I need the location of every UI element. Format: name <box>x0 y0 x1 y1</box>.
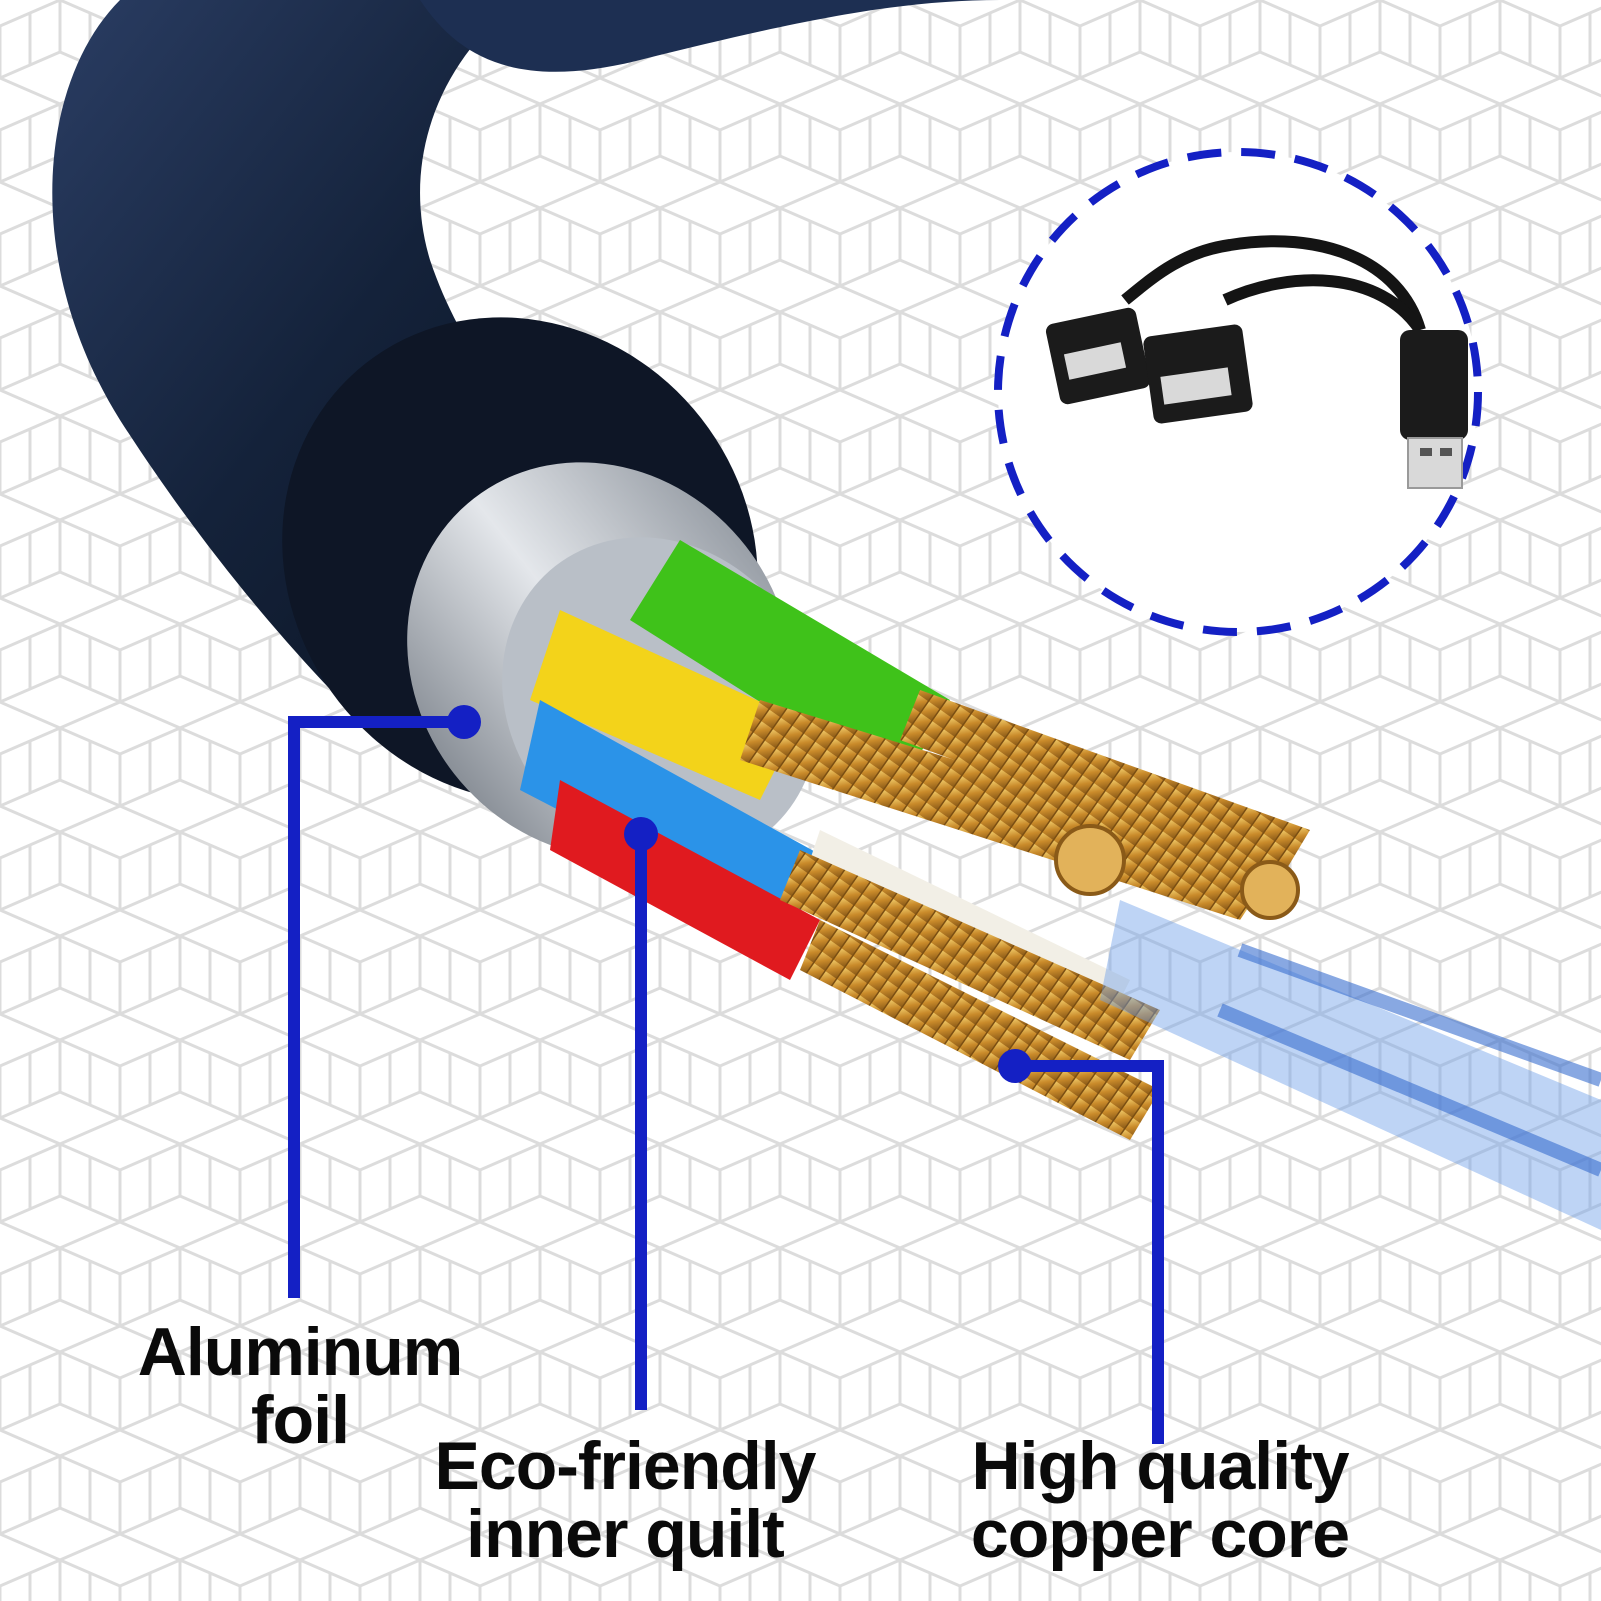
callout-aluminum-foil <box>288 705 481 1298</box>
wire-yellow <box>530 610 800 800</box>
label-line: High quality <box>971 1428 1349 1504</box>
label-line: Aluminum <box>137 1314 463 1390</box>
copper-core-end <box>1054 824 1126 896</box>
copper-core-4 <box>800 920 1160 1140</box>
cable-jacket-top <box>420 0 1000 72</box>
wire-green <box>630 540 950 790</box>
copper-core-3 <box>780 850 1160 1060</box>
copper-core-end <box>1240 860 1300 920</box>
label-aluminum-foil: Aluminum foil <box>100 1318 500 1454</box>
label-line: inner quilt <box>466 1496 785 1572</box>
usb-male-connector <box>1400 330 1468 440</box>
wire-blue <box>520 700 830 930</box>
wire-red <box>550 780 820 980</box>
copper-core-2 <box>900 690 1310 880</box>
copper-core-1 <box>740 700 1280 920</box>
callout-copper-core <box>998 1049 1164 1444</box>
strand-line <box>1237 943 1601 1087</box>
label-line: foil <box>251 1382 350 1458</box>
strand-line <box>1217 1003 1601 1177</box>
usb-splitter-cable <box>1045 235 1468 489</box>
callout-inner-quilt <box>624 817 658 1410</box>
label-line: Eco-friendly <box>434 1428 817 1504</box>
label-inner-quilt: Eco-friendly inner quilt <box>395 1432 855 1568</box>
label-line: copper core <box>970 1496 1350 1572</box>
label-copper-core: High quality copper core <box>915 1432 1405 1568</box>
